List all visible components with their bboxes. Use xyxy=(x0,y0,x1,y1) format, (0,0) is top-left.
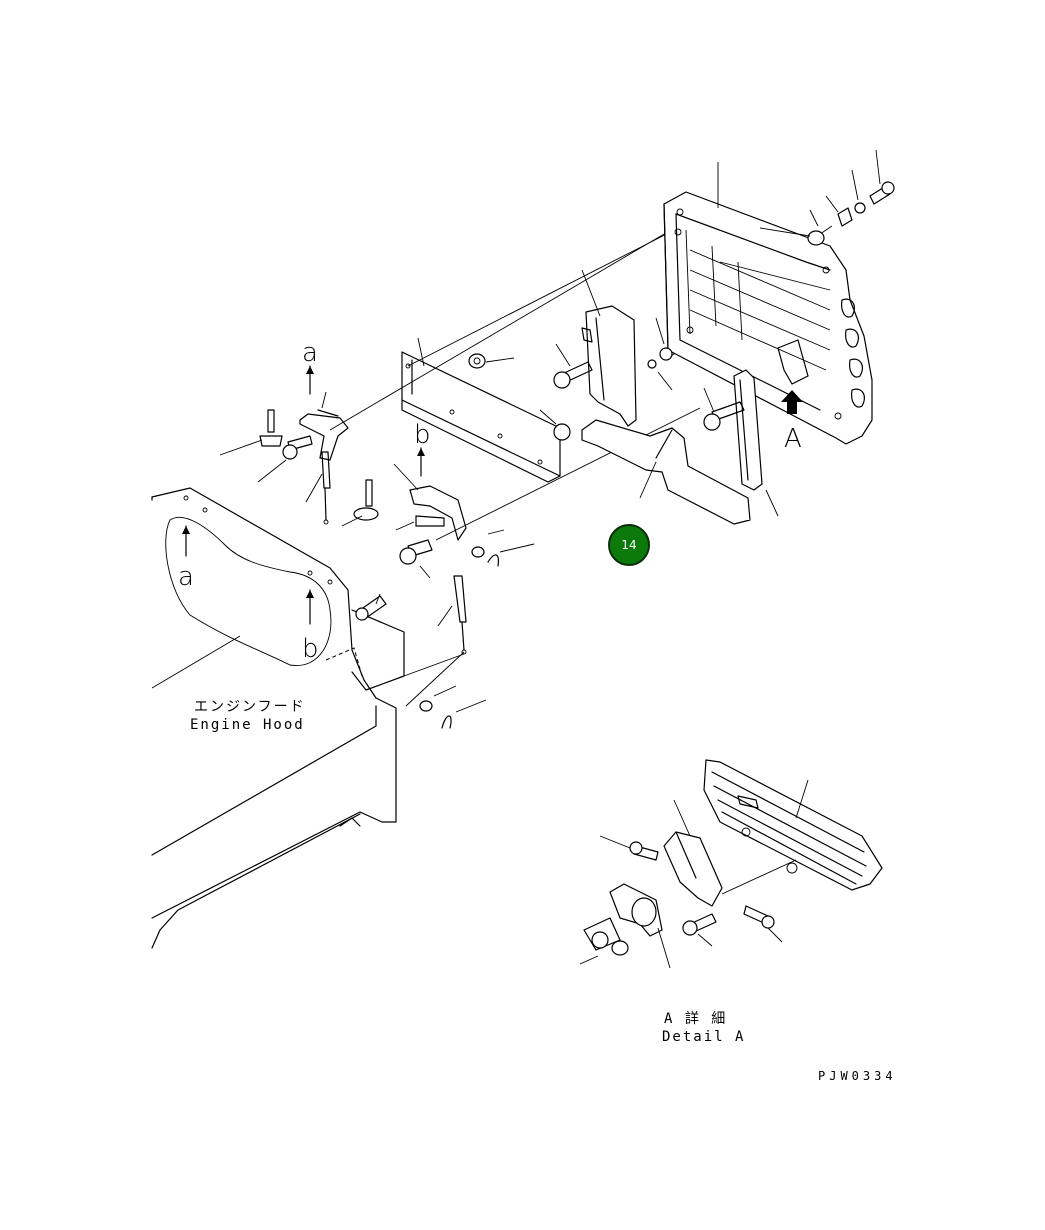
engine-hood-label-en: Engine Hood xyxy=(190,717,305,733)
engine-hood xyxy=(151,487,405,949)
part-callout-number: 14 xyxy=(621,538,637,552)
side-grille-panel xyxy=(663,149,895,445)
arrow-label-a-top: a xyxy=(302,338,318,368)
arrow-label-b-hood: b xyxy=(302,634,319,664)
drawing-code: PJW0334 xyxy=(818,1069,897,1083)
detail-a-label-jp: A 詳 細 xyxy=(664,1011,728,1027)
cross-bracket xyxy=(401,337,571,483)
part-callout-badge[interactable]: 14 xyxy=(608,524,650,566)
detail-a-view xyxy=(579,759,883,969)
view-arrow-label: A xyxy=(784,424,802,454)
detail-a-label-en: Detail A xyxy=(662,1029,746,1045)
reference-arrows xyxy=(182,365,425,625)
upper-hinge-group xyxy=(219,391,349,525)
lower-hinge-group xyxy=(341,463,535,729)
arrow-label-b-top: b xyxy=(414,420,431,450)
engine-hood-label-jp: エンジンフード xyxy=(194,699,306,715)
middle-brackets xyxy=(553,269,779,525)
arrow-label-a-hood: a xyxy=(178,562,194,592)
